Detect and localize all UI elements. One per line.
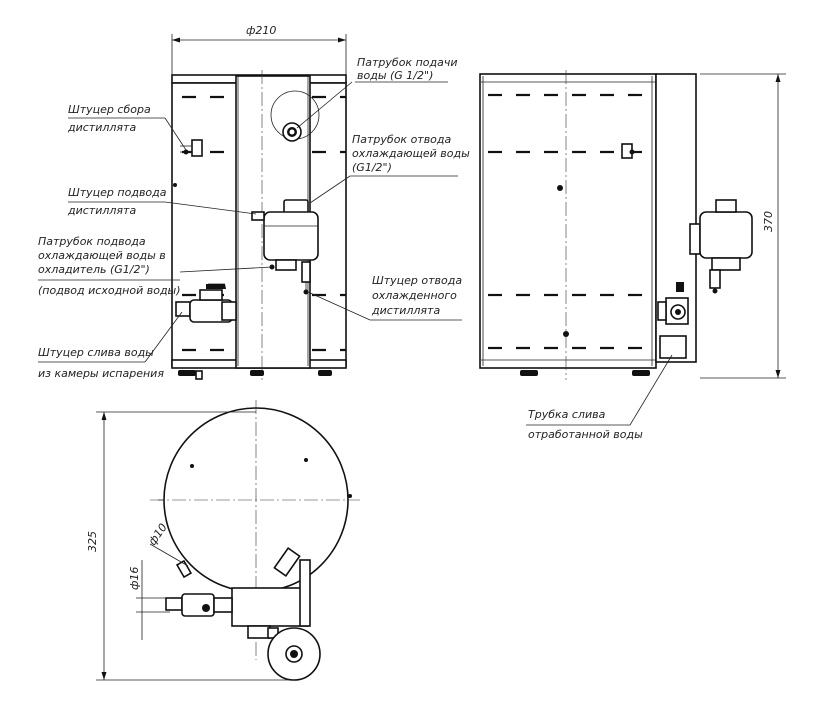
side-view: 370 [479, 70, 786, 426]
label-cooled-distillate-3: дистиллята [371, 304, 440, 317]
label-distillate-collection-2: дистиллята [67, 121, 136, 134]
label-waste-drain-2: отработанной воды [528, 428, 643, 441]
label-distillate-supply-2: дистиллята [67, 204, 136, 217]
label-chamber-drain-1: Штуцер слива воды [38, 346, 154, 359]
drain-box [231, 587, 309, 627]
callout-labels: Штуцер сбора дистиллята Штуцер подвода д… [38, 56, 643, 441]
label-water-supply-2: воды (G 1/2") [357, 69, 433, 82]
label-cooling-inlet-1: Патрубок подвода [38, 235, 146, 248]
label-distillate-collection-1: Штуцер сбора [68, 103, 151, 116]
front-view-leaders [38, 81, 462, 363]
label-cooling-outlet-2: охлаждающей воды [352, 147, 470, 160]
pipe-diameter-10: ф10 [146, 521, 170, 548]
depth-dimension: 325 [86, 531, 99, 552]
label-cooling-inlet-3: охладитель (G1/2") [38, 263, 150, 276]
side-body [479, 73, 657, 369]
label-cooling-outlet-1: Патрубок отвода [352, 133, 452, 146]
width-dimension: ф210 [246, 24, 276, 37]
label-water-supply-1: Патрубок подачи [357, 56, 457, 69]
height-dimension: 370 [762, 211, 775, 232]
label-cooled-distillate-1: Штуцер отвода [372, 274, 462, 287]
label-source-water: (подвод исходной воды) [38, 284, 181, 297]
front-view: ф210 [171, 24, 347, 380]
label-waste-drain-1: Трубка слива [528, 408, 606, 421]
label-distillate-supply-1: Штуцер подвода [68, 186, 167, 199]
cooler [263, 211, 319, 261]
label-chamber-drain-2: из камеры испарения [38, 367, 164, 380]
pipe-diameter-16: ф16 [128, 567, 141, 590]
label-cooling-inlet-2: охлаждающей воды в [38, 249, 166, 262]
label-cooled-distillate-2: охлажденного [372, 289, 457, 302]
label-cooling-outlet-3: (G1/2") [352, 161, 392, 174]
top-view: 325 ф16 ф10 [86, 400, 360, 681]
